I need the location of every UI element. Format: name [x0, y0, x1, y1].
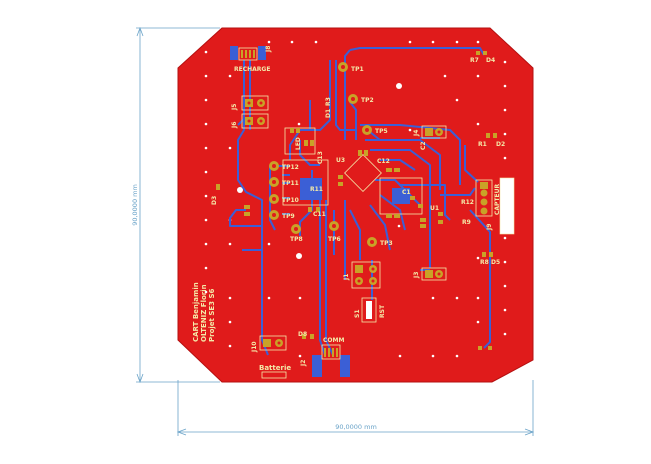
label-tp2: TP2: [361, 97, 374, 104]
label-j8: J8: [265, 46, 272, 53]
label-j10: J10: [251, 341, 258, 353]
label-d1: D1: [325, 109, 332, 118]
via-grid: [204, 40, 507, 358]
connector-recharge: [230, 46, 266, 61]
header-j9-capteur: [475, 177, 515, 235]
label-j2: J2: [300, 360, 307, 367]
label-tp9: TP9: [282, 213, 295, 220]
label-c13: C13: [317, 151, 324, 164]
label-tp6: TP6: [328, 236, 341, 243]
label-recharge: RECHARGE: [234, 66, 270, 73]
header-j5: [241, 95, 269, 111]
label-tp5: TP5: [375, 128, 388, 135]
label-c2: C2: [420, 141, 427, 150]
label-r1: R1: [478, 141, 487, 148]
label-r12: R12: [461, 199, 474, 206]
label-batterie: Batterie: [259, 364, 291, 372]
label-d2: D2: [496, 141, 505, 148]
label-d5: D5: [491, 259, 500, 266]
label-led: LED: [295, 137, 302, 150]
label-c11: C11: [313, 211, 326, 218]
label-r8: R8: [480, 259, 489, 266]
credits-block: CART Benjamin OLTENIZ Florin Projet SE3 …: [192, 282, 216, 342]
label-r3: R3: [325, 97, 332, 106]
label-r11: R11: [310, 186, 323, 193]
label-tp12: TP12: [282, 164, 299, 171]
label-r9: R9: [462, 219, 471, 226]
label-s1: S1: [354, 310, 361, 319]
label-tp11: TP11: [282, 180, 299, 187]
label-rst: RST: [379, 304, 386, 318]
reset-button-s1: [361, 297, 377, 323]
label-comm: COMM: [323, 337, 344, 344]
header-j6: [241, 113, 269, 129]
header-j3: [421, 267, 447, 281]
connector-comm: [312, 344, 350, 377]
credits-line1: CART Benjamin: [192, 282, 200, 342]
label-u3: U3: [336, 157, 345, 164]
label-c1: C1: [402, 189, 411, 196]
label-j9: J9: [486, 224, 493, 231]
header-j10-batterie: [259, 335, 287, 379]
label-d3: D3: [211, 196, 218, 205]
testpoint-labels: TP1 TP2 TP5 TP12 TP11 TP10 TP9 TP8 TP6 T…: [282, 66, 393, 247]
label-j1: J1: [343, 274, 350, 281]
label-capteur: CAPTEUR: [494, 183, 501, 215]
label-j5: J5: [231, 104, 238, 111]
label-j6: J6: [231, 122, 238, 129]
label-d4: D4: [486, 57, 495, 64]
credits-line2: OLTENIZ Florin: [200, 284, 208, 342]
horizontal-dimension: [176, 380, 535, 436]
label-tp3: TP3: [380, 240, 393, 247]
testpoint-pads: [269, 62, 377, 247]
vertical-dimension-label: 90,0000 mm: [131, 184, 139, 226]
credits-line3: Projet SE3 S6: [208, 289, 216, 342]
ic-pads: [300, 140, 426, 228]
header-j1: [351, 261, 381, 289]
label-j4: J4: [413, 130, 420, 137]
label-c12: C12: [377, 158, 390, 165]
label-d8: D8: [298, 331, 307, 338]
header-j4: [421, 125, 447, 139]
label-j3: J3: [413, 272, 420, 279]
label-u1: U1: [430, 205, 439, 212]
label-tp8: TP8: [290, 236, 303, 243]
horizontal-dimension-label: 90,0000 mm: [335, 423, 377, 431]
component-labels: R7 D4 R1 D2 R12 R9 R8 D5 U1 U3 C12 C1 C2…: [211, 57, 505, 338]
label-tp1: TP1: [351, 66, 364, 73]
label-tp10: TP10: [282, 197, 299, 204]
smd-parts: [216, 51, 497, 350]
label-r7: R7: [470, 57, 479, 64]
pcb-board: [177, 27, 534, 383]
